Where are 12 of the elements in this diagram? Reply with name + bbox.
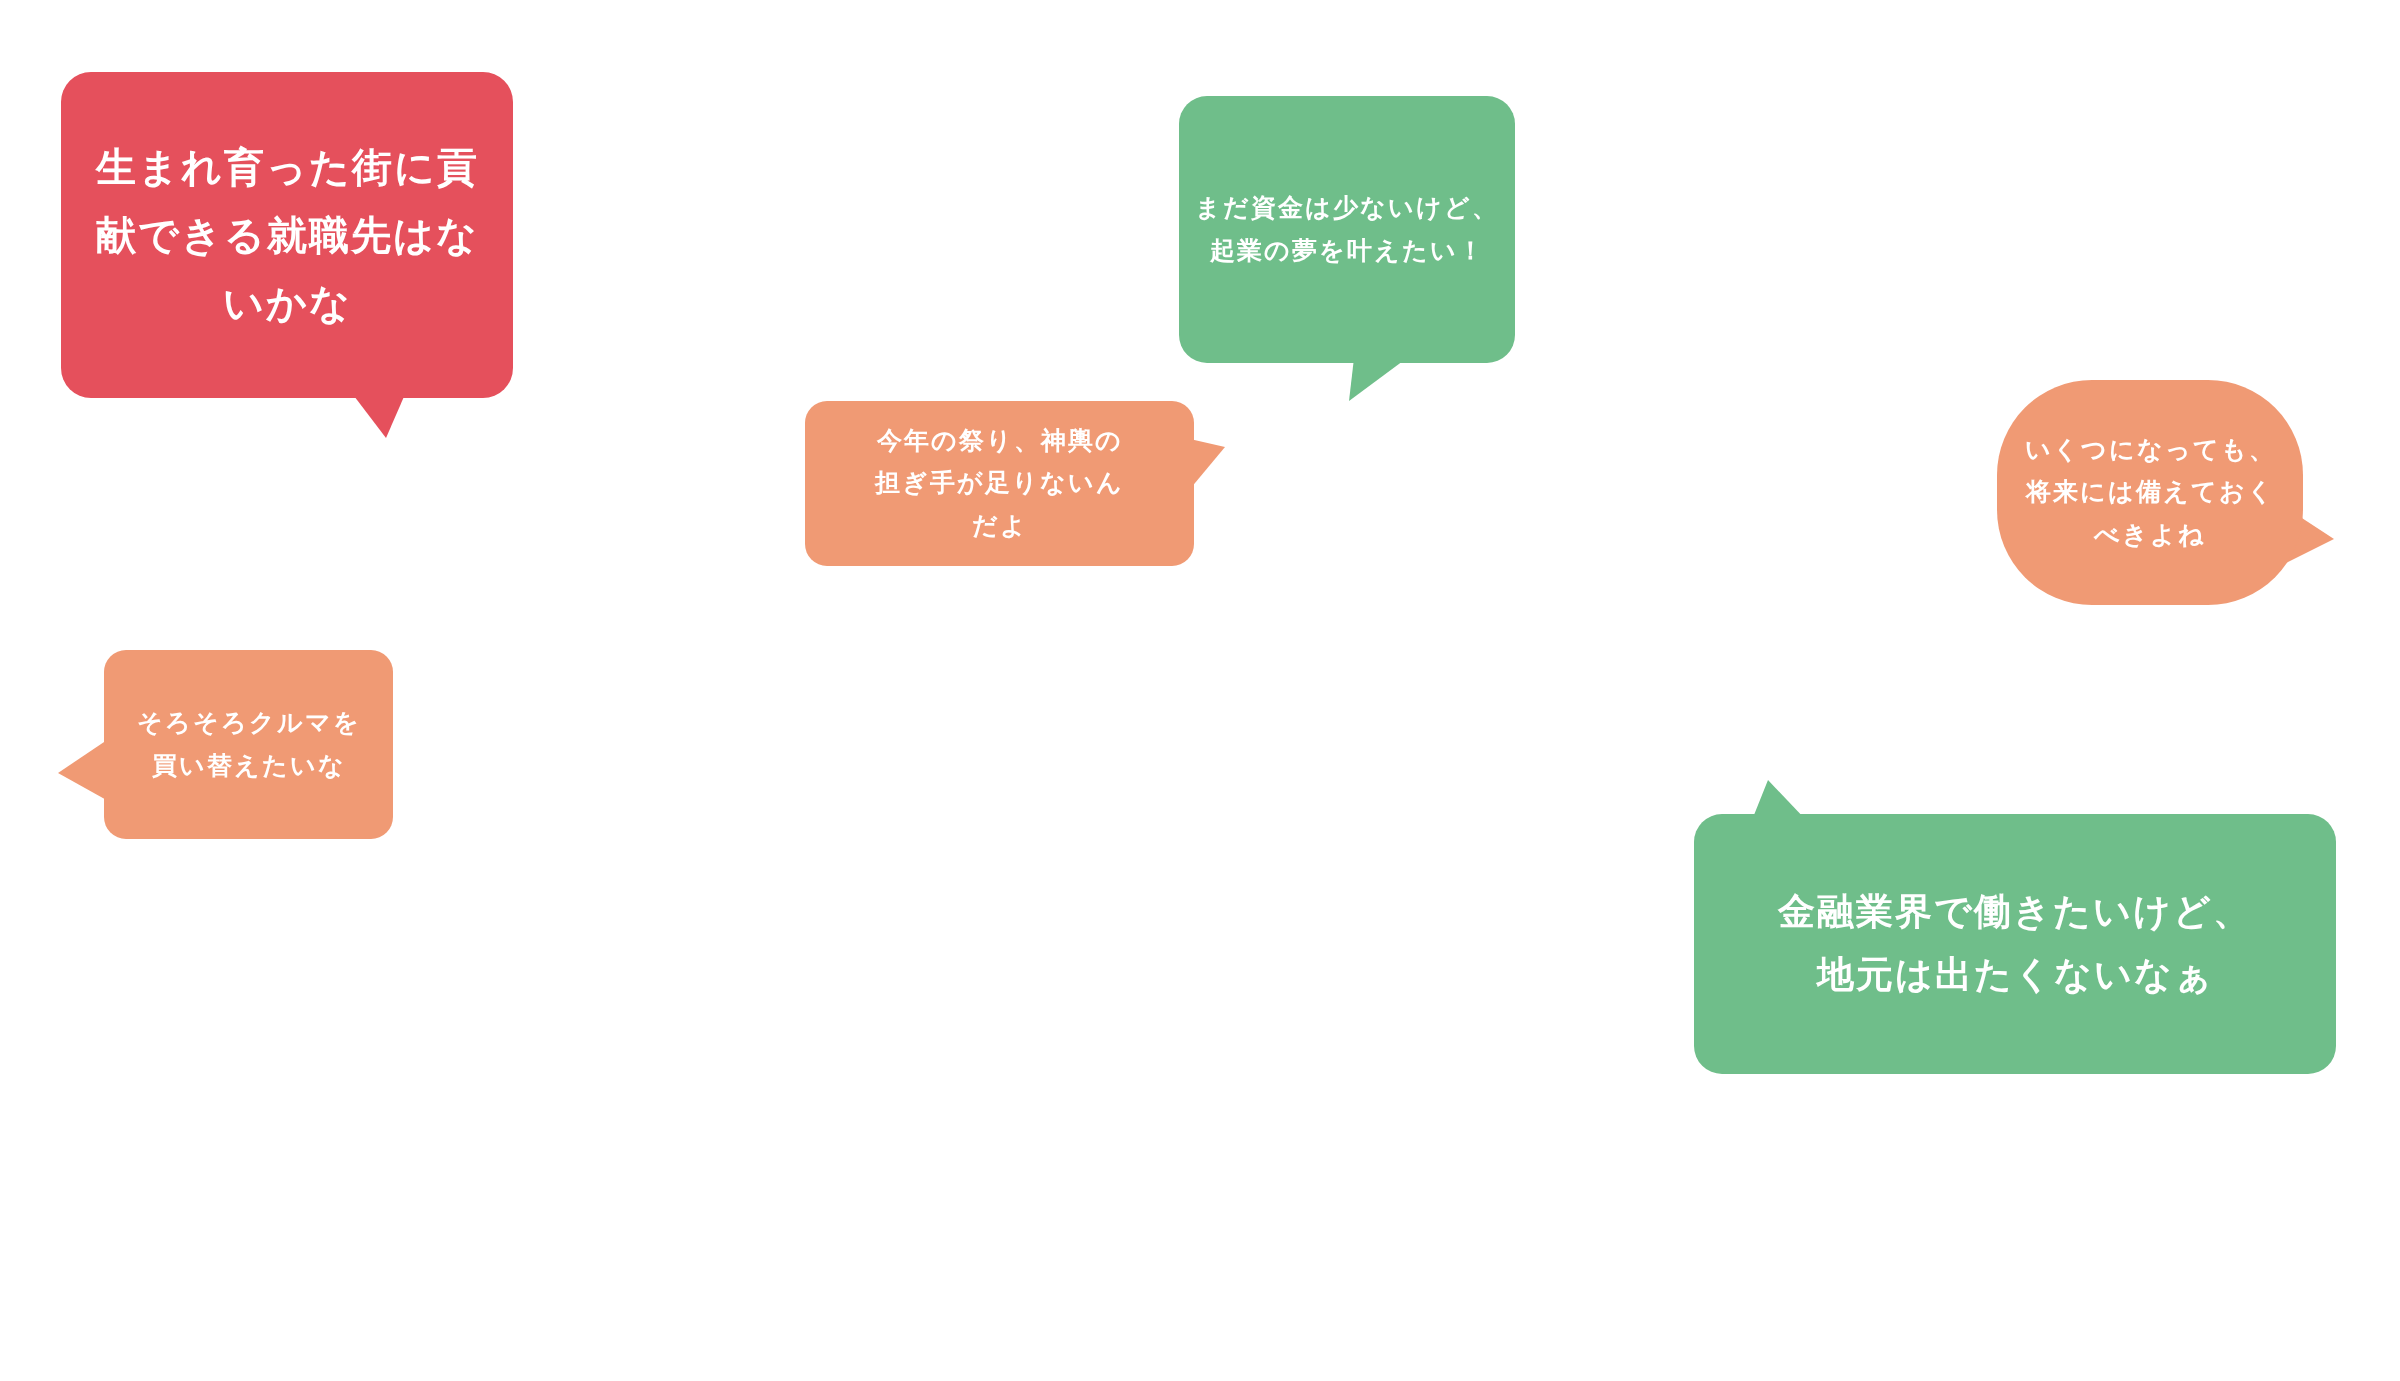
speech-bubble	[1694, 780, 2336, 1074]
speech-text: そろそろクルマを買い替えたいな	[135, 707, 362, 782]
speech-text: 生まれ育った街に貢献できる就職先はないかな	[94, 143, 480, 328]
speech-text: 今年の祭り、神輿の担ぎ手が足りないんだよ	[874, 424, 1125, 542]
speech-bubble	[1179, 96, 1515, 401]
speech-text: まだ資金は少ないけど、起業の夢を叶えたい！	[1194, 192, 1500, 267]
speech-text: 金融業界で働きたいけど、地元は出たくないなぁ	[1777, 889, 2253, 998]
speech-bubble	[58, 650, 393, 839]
speech-text: いくつになっても、将来には備えておくべきよね	[2023, 433, 2277, 551]
speech-bubble	[1997, 380, 2334, 605]
speech-bubble	[805, 401, 1225, 566]
speech-bubble	[61, 72, 513, 438]
